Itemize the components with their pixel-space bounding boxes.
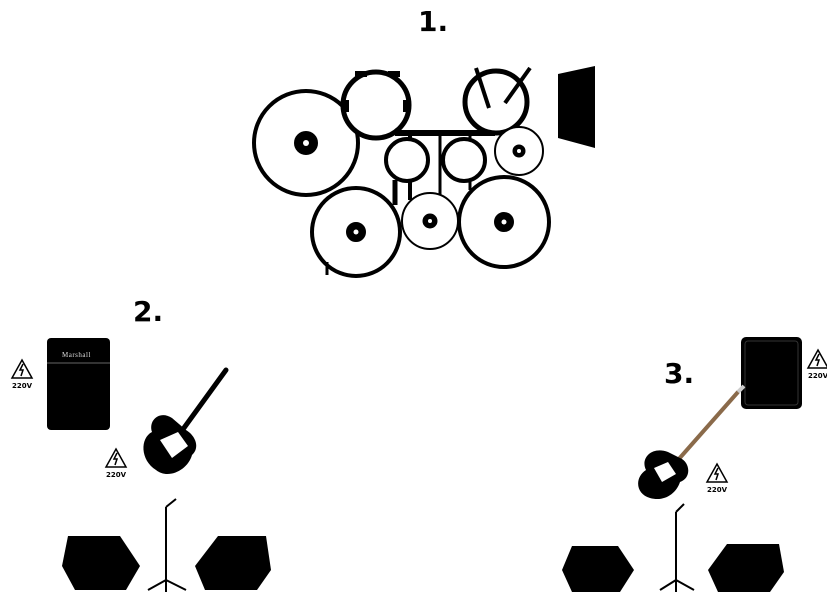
- bass-amp-icon: [741, 337, 802, 409]
- svg-text:220V: 220V: [707, 486, 728, 494]
- wedge-monitor-icon: [562, 546, 634, 592]
- drum-monitor-icon: [558, 66, 595, 148]
- amp-brand-logo: Marshall: [62, 351, 91, 359]
- svg-text:220V: 220V: [106, 471, 127, 479]
- power-outlet-icon: 220V: [808, 350, 827, 380]
- drum-kit-icon: [254, 68, 549, 276]
- power-outlet-icon: 220V: [12, 360, 33, 390]
- electric-guitar-icon: [143, 370, 226, 474]
- wedge-monitor-icon: [708, 544, 784, 592]
- wedge-monitor-icon: [62, 536, 140, 590]
- mic-stand-icon: [660, 504, 694, 592]
- wedge-monitor-icon: [195, 536, 271, 590]
- svg-text:220V: 220V: [12, 382, 33, 390]
- bass-guitar-icon: [638, 386, 744, 499]
- power-outlet-icon: 220V: [106, 449, 127, 479]
- mic-stand-icon: [148, 499, 186, 592]
- power-outlet-icon: 220V: [707, 464, 728, 494]
- svg-text:220V: 220V: [808, 372, 827, 380]
